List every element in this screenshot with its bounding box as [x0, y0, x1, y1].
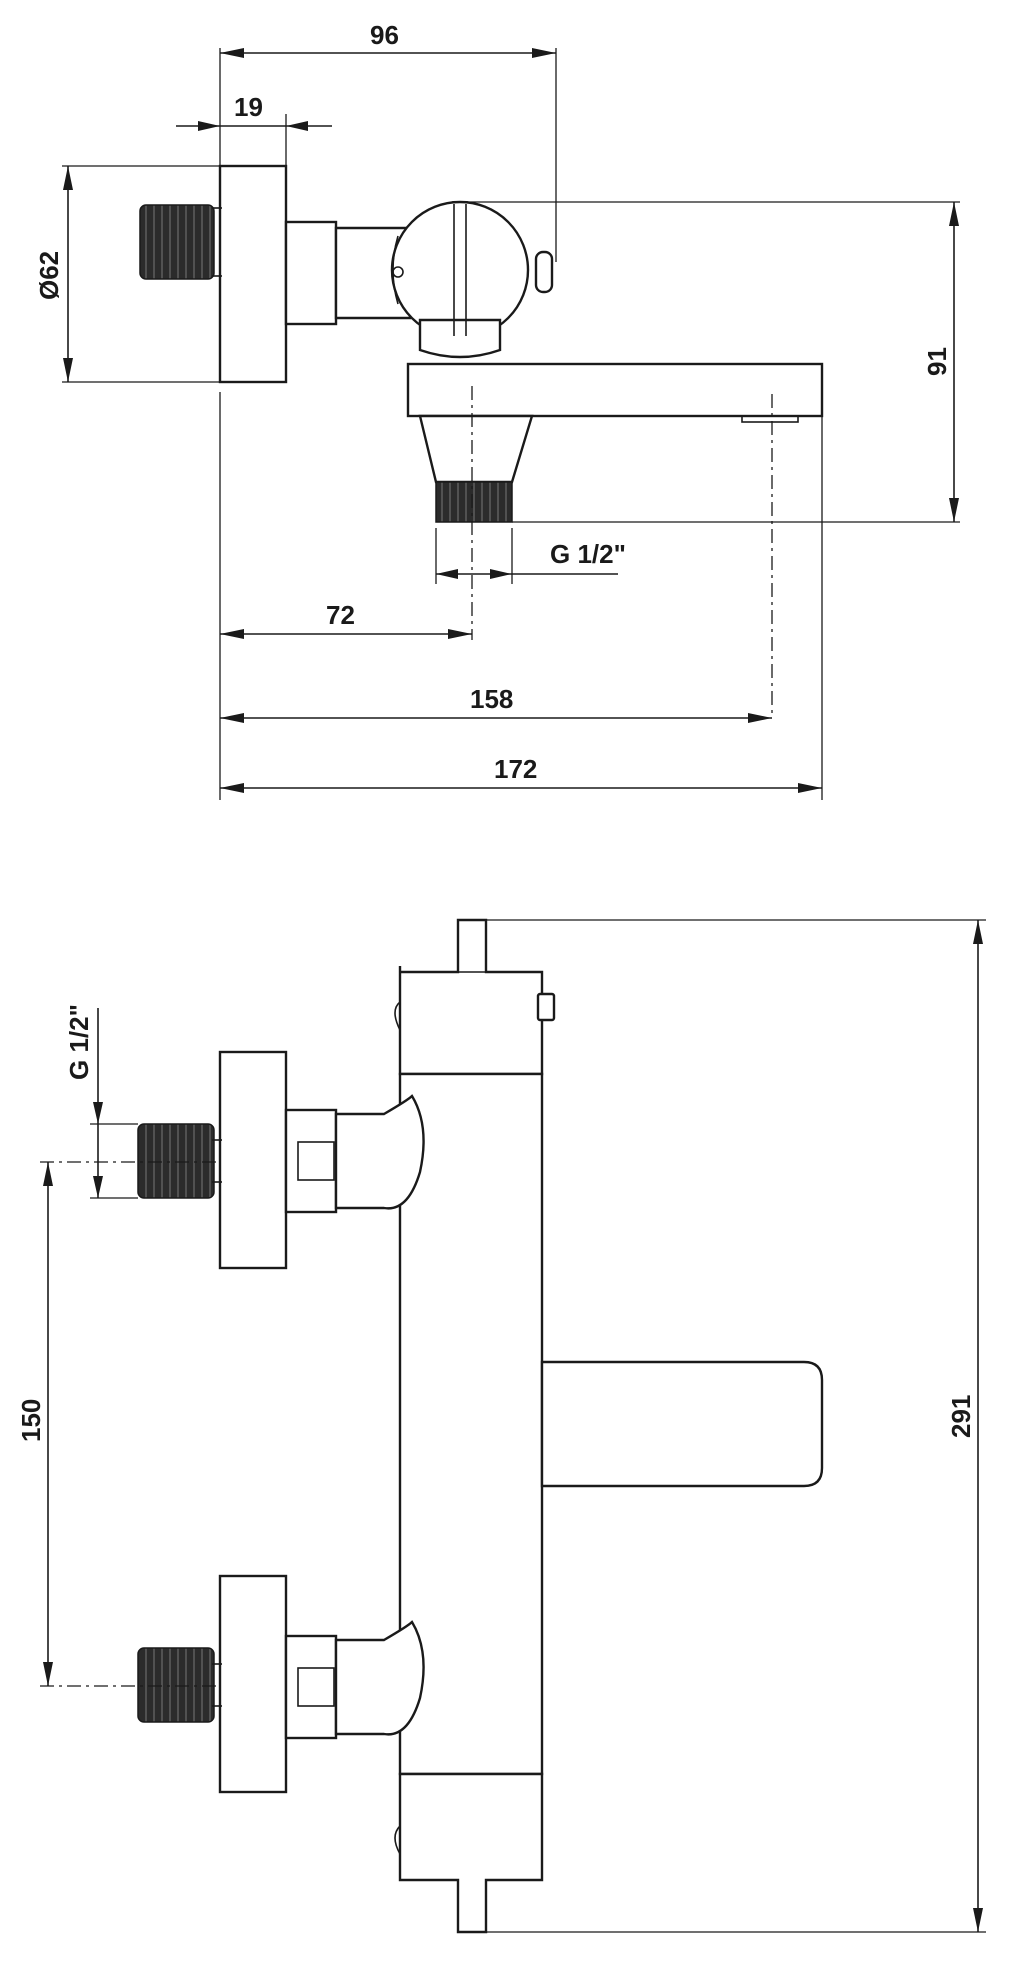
dim-19-label: 19	[234, 92, 263, 122]
top-end-cap	[398, 918, 544, 1076]
lower-body	[418, 414, 534, 484]
dim-158-label: 158	[470, 684, 513, 714]
dim-291-label: 291	[946, 1395, 976, 1438]
upper-flange	[218, 1050, 288, 1270]
valve-head	[390, 200, 530, 340]
wall-flange	[218, 164, 288, 384]
wall-thread	[139, 204, 215, 280]
connector-nut	[284, 220, 338, 326]
thread-label-front: G 1/2"	[64, 1004, 94, 1080]
dim-91-label: 91	[922, 347, 952, 376]
front-view: G 1/2" 150 291	[16, 918, 986, 1934]
upper-inlet-thread	[137, 1123, 215, 1199]
outlet-thread	[435, 481, 513, 523]
dim-96-label: 96	[370, 20, 399, 50]
lower-inlet-thread	[137, 1647, 215, 1723]
spout-front	[540, 1360, 824, 1488]
dim-172-label: 172	[494, 754, 537, 784]
dim-72-label: 72	[326, 600, 355, 630]
dim-150-label: 150	[16, 1399, 46, 1442]
bottom-end-cap	[398, 1772, 544, 1934]
side-view: 96 19 Ø62 91 G 1/2" 72 158	[34, 20, 960, 800]
lower-flange	[218, 1574, 288, 1794]
dim-d62-label: Ø62	[34, 251, 64, 300]
thread-label-side: G 1/2"	[550, 539, 626, 569]
spout	[406, 362, 824, 418]
